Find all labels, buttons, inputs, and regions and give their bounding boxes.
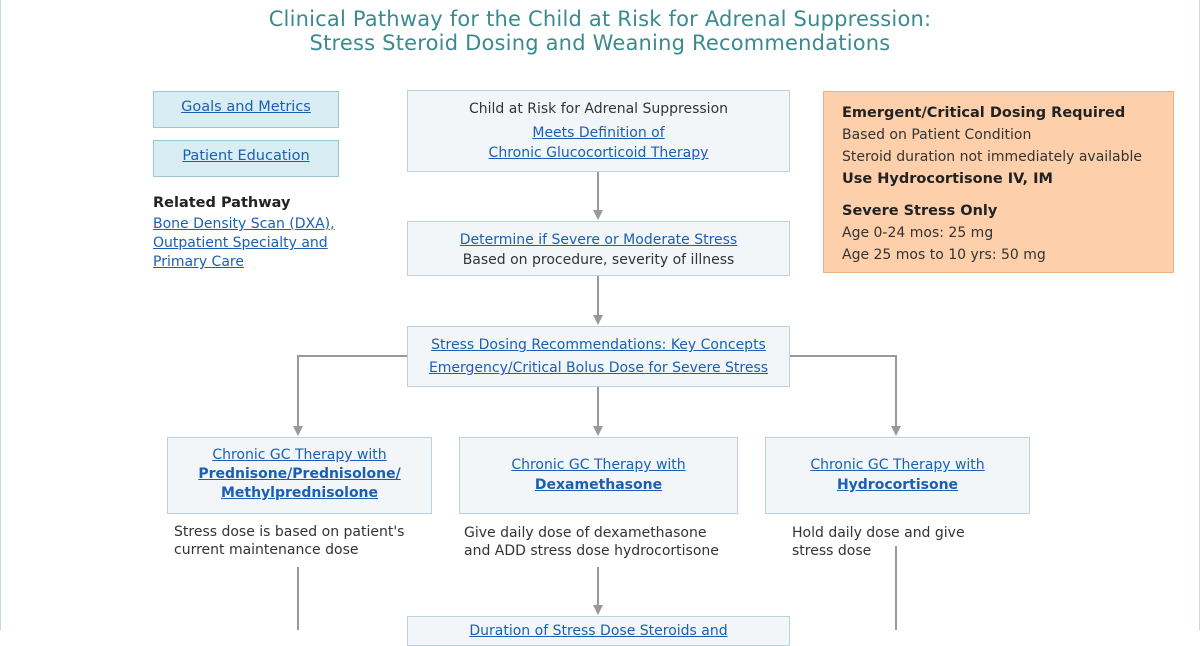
patient-education-button[interactable]: Patient Education	[153, 140, 339, 177]
bolus-dose-link[interactable]: Emergency/Critical Bolus Dose for Severe…	[428, 360, 769, 376]
left-frame-border	[0, 0, 1, 630]
hydrocortisone-therapy-link[interactable]: Chronic GC Therapy with	[810, 457, 985, 473]
related-pathway-link-line-2[interactable]: Outpatient Specialty and	[153, 235, 328, 251]
dexamethasone-therapy-link[interactable]: Chronic GC Therapy with	[511, 457, 686, 473]
emergent-line-2: Steroid duration not immediately availab…	[842, 149, 1143, 165]
page-title-line-1: Clinical Pathway for the Child at Risk f…	[268, 7, 932, 31]
dexamethasone-note-line-1: Give daily dose of dexamethasone	[464, 525, 707, 541]
dexamethasone-note: Give daily dose of dexamethasone and ADD…	[464, 524, 719, 560]
determine-stress-link[interactable]: Determine if Severe or Moderate Stress	[459, 232, 738, 248]
hydrocortisone-therapy-box: Chronic GC Therapy with Hydrocortisone	[765, 437, 1030, 514]
arrow-dosing-to-hydrocortisone	[789, 355, 901, 436]
severe-stress-heading: Severe Stress Only	[842, 203, 998, 219]
prednisone-note: Stress dose is based on patient's curren…	[174, 523, 404, 559]
goals-and-metrics-button[interactable]: Goals and Metrics	[153, 91, 339, 128]
patient-education-link[interactable]: Patient Education	[182, 148, 310, 164]
dosing-recommendations-box: Stress Dosing Recommendations: Key Conce…	[407, 326, 790, 387]
key-concepts-link[interactable]: Stress Dosing Recommendations: Key Conce…	[431, 337, 766, 353]
emergent-line-3: Use Hydrocortisone IV, IM	[842, 171, 1053, 187]
prednisone-note-line-1: Stress dose is based on patient's	[174, 524, 405, 540]
emergent-dosing-box: Emergent/Critical Dosing Required Based …	[823, 91, 1174, 273]
definition-link-line-1[interactable]: Meets Definition of	[532, 125, 665, 141]
stress-severity-box: Determine if Severe or Moderate Stress B…	[407, 221, 790, 276]
start-box: Child at Risk for Adrenal Suppression Me…	[407, 90, 790, 172]
dexamethasone-link-bold[interactable]: Dexamethasone	[534, 477, 663, 493]
definition-link-line-2[interactable]: Chronic Glucocorticoid Therapy	[488, 145, 709, 161]
dexamethasone-therapy-box: Chronic GC Therapy with Dexamethasone	[459, 437, 738, 514]
prednisone-note-line-2: current maintenance dose	[174, 542, 359, 558]
hydrocortisone-note: Hold daily dose and give stress dose	[792, 524, 965, 560]
emergent-heading: Emergent/Critical Dosing Required	[842, 105, 1126, 121]
page-title-line-2: Stress Steroid Dosing and Weaning Recomm…	[309, 31, 891, 55]
prednisone-link-bold-2[interactable]: Methylprednisolone	[220, 485, 379, 501]
hydrocortisone-link-bold[interactable]: Hydrocortisone	[836, 477, 959, 493]
prednisone-therapy-link[interactable]: Chronic GC Therapy with	[212, 447, 387, 463]
related-pathway-section: Related Pathway Bone Density Scan (DXA),…	[153, 194, 335, 272]
duration-link[interactable]: Duration of Stress Dose Steroids and	[469, 623, 728, 639]
related-pathway-link-line-3[interactable]: Primary Care	[153, 254, 244, 270]
hydrocortisone-note-line-1: Hold daily dose and give	[792, 525, 965, 541]
related-pathway-heading: Related Pathway	[153, 195, 291, 211]
arrow-dosing-to-prednisone	[293, 355, 407, 436]
duration-box: Duration of Stress Dose Steroids and	[407, 616, 790, 646]
dexamethasone-note-line-2: and ADD stress dose hydrocortisone	[464, 543, 719, 559]
related-pathway-link-line-1[interactable]: Bone Density Scan (DXA),	[153, 216, 335, 232]
prednisone-therapy-box: Chronic GC Therapy with Prednisone/Predn…	[167, 437, 432, 514]
prednisone-link-bold-1[interactable]: Prednisone/Prednisolone/	[198, 466, 401, 482]
stress-box-text: Based on procedure, severity of illness	[462, 252, 735, 268]
start-box-text: Child at Risk for Adrenal Suppression	[468, 101, 729, 117]
emergent-line-1: Based on Patient Condition	[842, 127, 1032, 143]
goals-and-metrics-link[interactable]: Goals and Metrics	[181, 99, 311, 115]
hydrocortisone-note-line-2: stress dose	[792, 543, 872, 559]
severe-age-2: Age 25 mos to 10 yrs: 50 mg	[842, 247, 1046, 263]
severe-age-1: Age 0-24 mos: 25 mg	[842, 225, 994, 241]
flow-connectors	[293, 172, 901, 630]
